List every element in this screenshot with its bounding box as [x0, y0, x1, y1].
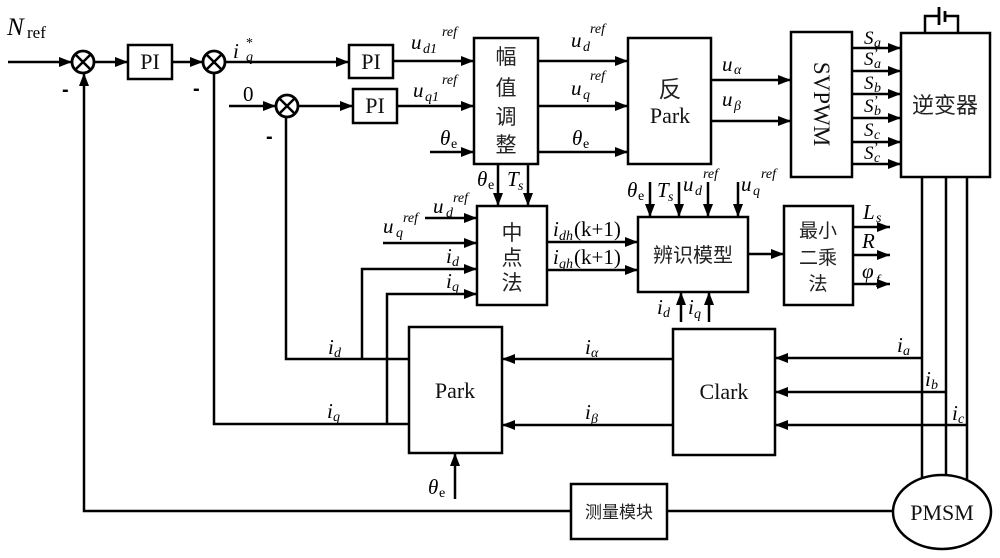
least-squares-block: 最小 二乘 法	[782, 204, 855, 307]
inverter-block: 逆变器	[899, 31, 992, 179]
park-label: Park	[435, 378, 475, 403]
id-to-midpoint-wire	[360, 264, 477, 359]
amplitude-adjust-label: 值	[496, 76, 517, 100]
svpwm-label: SVPWM	[809, 62, 834, 146]
measurement-module-label: 测量模块	[585, 503, 653, 523]
amplitude-adjust-label: 整	[496, 133, 517, 157]
id-label: id	[446, 244, 460, 270]
park-block: Park	[407, 325, 504, 455]
iq-label: iq	[446, 269, 459, 295]
theta-e-label: θe	[572, 126, 589, 152]
id-feedback-wire	[284, 117, 409, 361]
theta-e-label: θe	[428, 475, 445, 501]
iq-feedback-wire	[212, 73, 409, 426]
idh-next-label: idh(k+1)	[553, 217, 621, 244]
d-axis-zero-ref-label: 0	[243, 82, 254, 106]
clark-block: Clark	[671, 327, 777, 457]
pmsm-label: PMSM	[910, 500, 974, 525]
inverse-park-block: 反 Park	[626, 36, 713, 166]
switch-signal-label: S’c	[864, 141, 881, 166]
dc-link-wire	[923, 14, 960, 33]
theta-e-label: θe	[627, 178, 644, 204]
minus-sign: -	[266, 126, 273, 148]
identification-model-label: 辨识模型	[653, 243, 733, 267]
speed-pi-block: PI	[126, 43, 174, 81]
ic-label: ic	[952, 401, 965, 427]
speed-feedback-wire	[79, 73, 571, 513]
q-pi-label: PI	[365, 93, 385, 118]
theta-e-label: θe	[440, 126, 457, 152]
svpwm-block: SVPWM	[789, 30, 854, 179]
least-squares-label: 最小	[799, 220, 837, 242]
midpoint-method-block: 中 点 法	[475, 204, 549, 307]
i-beta-label: iβ	[585, 400, 598, 427]
iq-label: iq	[327, 399, 340, 425]
least-squares-label: 二乘	[799, 247, 837, 269]
minus-sign: -	[62, 79, 69, 101]
amplitude-adjust-label: 调	[496, 105, 517, 129]
amplitude-adjust-block: 幅 值 调 整	[472, 36, 540, 166]
r-output-label: R	[861, 229, 875, 253]
sum-junction-speed	[70, 49, 96, 75]
sample-time-label: Ts	[507, 167, 524, 194]
switch-signal-label: Sa	[864, 28, 881, 51]
midpoint-method-label: 法	[502, 271, 523, 295]
iq-star-label: i*q	[233, 36, 253, 65]
wires	[8, 7, 969, 513]
amplitude-adjust-label: 幅	[496, 45, 517, 69]
switch-signal-label: S’b	[864, 94, 881, 119]
iqh-next-label: iqh(k+1)	[553, 245, 621, 272]
inverse-park-label: 反	[659, 77, 682, 103]
minus-sign: -	[193, 78, 200, 100]
iq-to-midpoint-wire	[385, 289, 477, 424]
switch-signal-label: Sb	[864, 73, 881, 96]
theta-e-label: θe	[477, 167, 494, 193]
midpoint-method-label: 点	[502, 246, 523, 270]
inverter-label: 逆变器	[912, 94, 978, 119]
i-alpha-label: iα	[585, 335, 599, 361]
iq-label: iq	[688, 295, 701, 322]
sum-junction-d-current	[274, 93, 300, 119]
q-pi-block: PI	[351, 87, 399, 125]
d-pi-block: PI	[347, 43, 395, 80]
sample-time-label: Ts	[657, 178, 674, 205]
switch-signal-label: S’a	[864, 47, 881, 72]
switch-signal-label: Sc	[864, 120, 881, 143]
sum-junction-q-current	[201, 49, 227, 75]
inverse-park-label: Park	[650, 103, 690, 128]
d-pi-label: PI	[361, 49, 381, 74]
speed-pi-label: PI	[140, 49, 160, 74]
least-squares-label: 法	[808, 273, 827, 295]
ib-label: ib	[925, 367, 938, 393]
clark-label: Clark	[700, 379, 749, 404]
ls-output-label: Ls	[862, 200, 882, 226]
measurement-module-block: 测量模块	[569, 482, 669, 541]
id-label: id	[657, 295, 671, 321]
capacitor-icon	[937, 7, 947, 25]
pmsm-motor: PMSM	[891, 473, 993, 551]
id-label: id	[328, 335, 342, 361]
ia-label: ia	[897, 333, 910, 359]
identification-model-block: 辨识模型	[636, 215, 750, 294]
midpoint-method-label: 中	[502, 221, 523, 245]
